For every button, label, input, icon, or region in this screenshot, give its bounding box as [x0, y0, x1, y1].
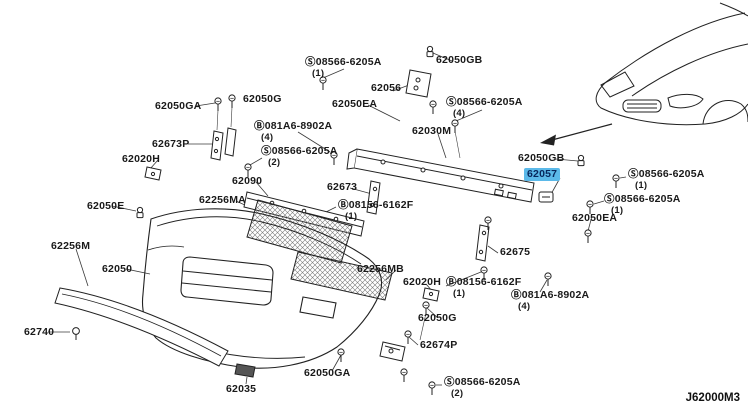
quantity-text: (2): [268, 156, 281, 168]
part-number-text: 62050GB: [436, 54, 483, 66]
part-label: Ⓢ08566-6205A(1): [628, 168, 705, 191]
part-number-text: 62056: [371, 82, 402, 94]
part-label: 62740: [24, 326, 55, 339]
part-label: 62050GB: [518, 152, 565, 165]
part-label: 62030M: [412, 125, 452, 138]
part-number-text: Ⓑ081A6-8902A: [511, 289, 590, 301]
pointer-arrow-icon: [540, 123, 613, 146]
part-number-text: 62673: [327, 181, 358, 193]
part-number-text: Ⓢ08566-6205A: [604, 193, 681, 205]
part-number-text: 62740: [24, 326, 55, 338]
part-label: 62050EA: [572, 212, 618, 225]
part-label: 62035: [226, 383, 257, 396]
quantity-text: (1): [611, 204, 624, 216]
part-number-text: Ⓢ08566-6205A: [444, 376, 521, 388]
part-number-text: 62050EA: [332, 98, 378, 110]
part-number-text: 62090: [232, 175, 263, 187]
part-label: 62056: [371, 82, 402, 95]
part-number-text: 62050GA: [155, 100, 202, 112]
part-number-text: Ⓑ08156-6162F: [446, 276, 522, 288]
part-label: 62020H: [122, 153, 160, 166]
part-number-text: 62673P: [152, 138, 190, 150]
part-label: 62673: [327, 181, 358, 194]
quantity-text: (4): [518, 300, 531, 312]
part-number-text: 62020H: [122, 153, 160, 165]
quantity-text: (4): [261, 131, 274, 143]
part-number-text: Ⓑ08156-6162F: [338, 199, 414, 211]
quantity-text: (1): [635, 179, 648, 191]
part-number-text: 62035: [226, 383, 257, 395]
part-number-text: Ⓢ08566-6205A: [305, 56, 382, 68]
part-label: Ⓢ08566-6205A(4): [446, 96, 523, 119]
part-label: 62050G: [243, 93, 282, 106]
part-number-text: 62050E: [87, 200, 125, 212]
part-number-text: 62020H: [403, 276, 441, 288]
leader-lines: [48, 52, 627, 386]
part-label: Ⓢ08566-6205A(1): [604, 193, 681, 216]
part-label: Ⓑ08156-6162F(1): [446, 276, 522, 299]
part-number-text: 62050: [102, 263, 133, 275]
drawing-number: J62000M3: [685, 392, 740, 404]
quantity-text: (4): [453, 107, 466, 119]
part-label: 62050: [102, 263, 133, 276]
quantity-text: (1): [345, 210, 358, 222]
quantity-text: (1): [312, 67, 325, 79]
part-label: Ⓑ081A6-8902A(4): [511, 289, 590, 312]
part-number-text: 62675: [500, 246, 531, 258]
part-number-text: 62050EA: [572, 212, 618, 224]
part-label: Ⓑ08156-6162F(1): [338, 199, 414, 222]
part-number-text: Ⓢ08566-6205A: [261, 145, 338, 157]
part-number-text: 62256MA: [199, 194, 246, 206]
brackets-and-clips: [72, 45, 585, 378]
part-label: 62674P: [420, 339, 458, 352]
bumper-reinforcement-bar: [346, 148, 535, 203]
part-number-text: Ⓢ08566-6205A: [628, 168, 705, 180]
part-label: 62256MB: [357, 263, 404, 276]
part-label: 62675: [500, 246, 531, 259]
part-label: 62256M: [51, 240, 91, 253]
part-number-text: 62057: [524, 168, 561, 181]
quantity-text: (2): [451, 387, 464, 399]
part-label: 62050GA: [155, 100, 202, 113]
lower-mesh-grille: [290, 251, 393, 301]
part-label: Ⓢ08566-6205A(1): [305, 56, 382, 79]
part-label: Ⓢ08566-6205A(2): [261, 145, 338, 168]
part-label: 62090: [232, 175, 263, 188]
part-label: Ⓑ081A6-8902A(4): [254, 120, 333, 143]
part-label: 62256MA: [199, 194, 246, 207]
part-label: 62050G: [418, 312, 457, 325]
part-number-text: 62050G: [243, 93, 282, 105]
part-number-text: 62050GB: [518, 152, 565, 164]
highlighted-part-label-62057: 62057: [524, 168, 561, 181]
part-number-text: 62030M: [412, 125, 452, 137]
part-number-text: Ⓑ081A6-8902A: [254, 120, 333, 132]
part-label: 62050E: [87, 200, 125, 213]
part-number-text: 62256MB: [357, 263, 404, 275]
part-number-text: 62256M: [51, 240, 91, 252]
part-label: 62050GB: [436, 54, 483, 67]
part-number-text: 62050GA: [304, 367, 351, 379]
quantity-text: (1): [453, 287, 466, 299]
part-number-text: 62674P: [420, 339, 458, 351]
front-lip-spoiler: [54, 287, 229, 367]
part-label: 62050GA: [304, 367, 351, 380]
car-front-sketch: [595, 2, 748, 126]
part-label: 62020H: [403, 276, 441, 289]
part-label: Ⓢ08566-6205A(2): [444, 376, 521, 399]
part-number-text: 62050G: [418, 312, 457, 324]
part-label: 62673P: [152, 138, 190, 151]
part-label: 62050EA: [332, 98, 378, 111]
part-number-text: Ⓢ08566-6205A: [446, 96, 523, 108]
